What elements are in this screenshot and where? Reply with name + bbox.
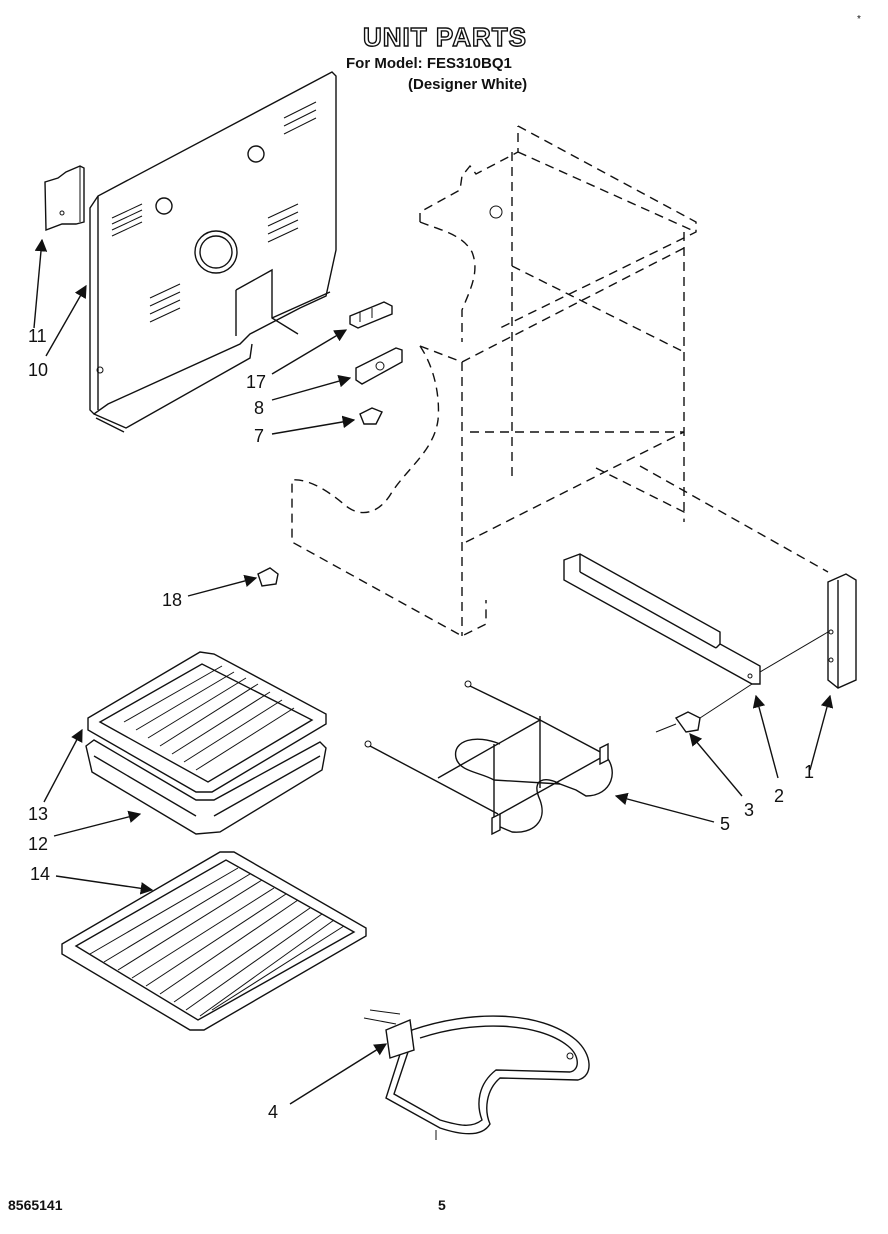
part-12-broiler-pan xyxy=(85,739,327,835)
callout-5: 5 xyxy=(720,814,730,834)
callout-7: 7 xyxy=(254,426,264,446)
part-3-bracket xyxy=(655,683,753,733)
callout-8: 8 xyxy=(254,398,264,418)
page-number: 5 xyxy=(438,1197,446,1213)
part-11-bracket-plate xyxy=(44,165,85,232)
document-number: 8565141 xyxy=(8,1197,63,1213)
model-line: For Model: FES310BQ1 xyxy=(346,55,512,72)
part-17-terminal-block xyxy=(349,301,393,329)
callout-10: 10 xyxy=(28,360,48,380)
part-5-broil-element xyxy=(364,680,613,836)
callout-13: 13 xyxy=(28,804,48,824)
part-7-clip xyxy=(359,407,383,425)
callout-14: 14 xyxy=(30,864,50,884)
part-4-bake-element xyxy=(363,1009,590,1140)
page-title: UNIT PARTS xyxy=(362,21,528,52)
callout-1: 1 xyxy=(804,762,814,782)
callout-4: 4 xyxy=(268,1102,278,1122)
callout-18: 18 xyxy=(162,590,182,610)
part-13-broiler-grid xyxy=(87,651,327,793)
part-10-back-panel xyxy=(89,71,337,433)
range-cabinet-outline xyxy=(291,125,829,637)
callout-12: 12 xyxy=(28,834,48,854)
callout-3: 3 xyxy=(744,800,754,820)
callout-2: 2 xyxy=(774,786,784,806)
part-14-oven-rack xyxy=(61,851,367,1031)
corner-mark: * xyxy=(857,14,861,25)
rail-to-cap-leader xyxy=(759,631,829,673)
callout-17: 17 xyxy=(246,372,266,392)
callout-11: 11 xyxy=(28,326,47,346)
part-8-bracket xyxy=(355,347,403,385)
part-2-drawer-rail xyxy=(563,553,761,685)
leader-arrows xyxy=(33,238,834,1105)
variant-line: (Designer White) xyxy=(408,76,528,93)
part-1-end-cap xyxy=(827,573,857,689)
part-18-clip xyxy=(257,567,279,587)
